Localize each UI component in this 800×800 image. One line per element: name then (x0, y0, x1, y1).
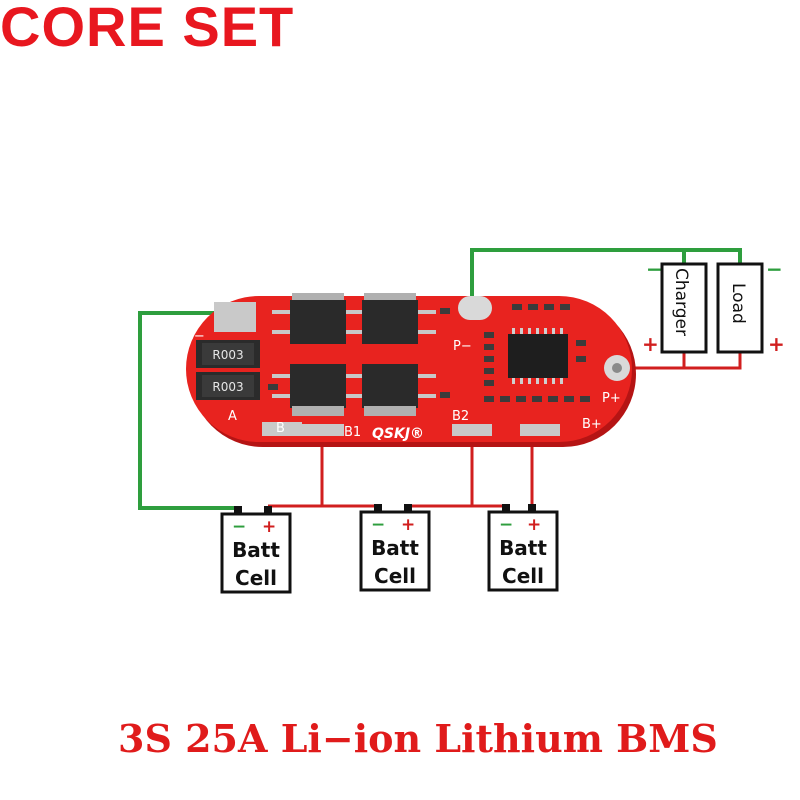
p-minus-wire (470, 248, 742, 302)
label-b-minus: B− (185, 329, 205, 344)
product-caption: 3S 25A Li−ion Lithium BMS (118, 716, 718, 761)
charger-plus-sign: + (642, 332, 659, 356)
mosfet-1 (290, 300, 346, 344)
mosfet-2-tab (364, 293, 416, 303)
charger-load-polarity: − − + + (642, 257, 785, 356)
pcb-board: R003 R003 (185, 293, 636, 447)
label-p-minus: P− (453, 339, 472, 354)
mosfet-1-tab (292, 293, 344, 303)
cell-3-plus: + (527, 515, 541, 535)
mosfet-4 (362, 364, 418, 408)
load-plus-sign: + (768, 332, 785, 356)
p-plus-wire (617, 352, 742, 370)
cell-1-line1: Batt (232, 538, 280, 562)
b-plus-pad (520, 424, 560, 436)
shunt-resistor-2-face (202, 375, 254, 397)
mosfet-3-tab (292, 406, 344, 416)
b2-pad (452, 424, 492, 436)
cell-3-line1: Batt (499, 536, 547, 560)
brand-title: CORE SET (0, 0, 295, 58)
label-b: B (276, 421, 285, 436)
b1-pad (300, 424, 344, 436)
charger-label: Charger (671, 268, 691, 336)
p-minus-pad (458, 296, 492, 320)
mosfet-legs (272, 310, 436, 398)
load-box: Load (716, 262, 764, 354)
shunt-resistor-1-label: R003 (212, 348, 243, 362)
mosfet-group (272, 293, 436, 416)
label-p-plus: P+ (602, 391, 621, 406)
cell-2-line2: Cell (374, 564, 416, 588)
shunt-resistor-2-label: R003 (212, 380, 243, 394)
cell-2-line1: Batt (371, 536, 419, 560)
protection-ic (508, 334, 568, 378)
pad-labels: B− P− P+ B+ A B B1 B2 (185, 329, 621, 440)
mosfet-4-tab (364, 406, 416, 416)
label-a: A (228, 409, 237, 424)
cell-3-minus: − (499, 515, 513, 535)
b-pad (262, 422, 302, 436)
board-logo: QSKJ® (372, 426, 424, 442)
cell-1-line2: Cell (235, 566, 277, 590)
battery-cell-3: − + Batt Cell (487, 504, 559, 592)
load-label: Load (728, 283, 748, 324)
mosfet-3 (290, 364, 346, 408)
ic-pins (512, 328, 563, 384)
label-b-plus: B+ (582, 417, 602, 432)
shunt-resistor-1-face (202, 343, 254, 365)
cell-1-plus: + (262, 517, 276, 537)
p-plus-hole (612, 363, 622, 373)
smd-components (268, 304, 590, 402)
cell-3-line2: Cell (502, 564, 544, 588)
label-b2: B2 (452, 409, 469, 424)
battery-cell-2: − + Batt Cell (359, 504, 431, 592)
mosfet-2 (362, 300, 418, 344)
b1-wire (320, 436, 380, 516)
cell-1-minus: − (232, 517, 246, 537)
cell-2-plus: + (401, 515, 415, 535)
battery-cell-1: − + Batt Cell (220, 506, 292, 594)
load-minus-sign: − (766, 257, 783, 281)
cell-2-minus: − (371, 515, 385, 535)
charger-minus-sign: − (646, 257, 663, 281)
label-b1: B1 (344, 425, 361, 440)
b2-wire (406, 436, 474, 516)
charger-box: Charger (660, 262, 708, 354)
b-minus-pad (214, 302, 256, 332)
